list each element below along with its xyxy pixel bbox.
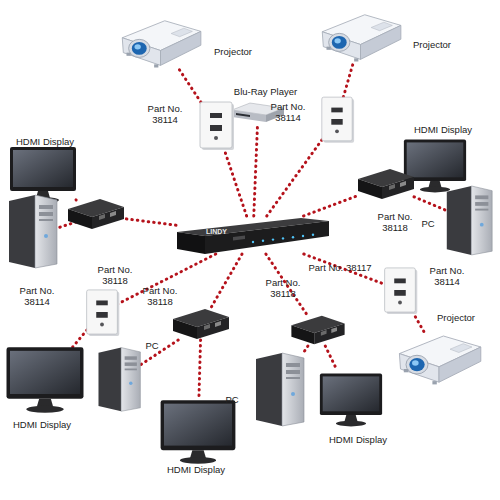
device-label: Part No. 38118 [135,285,185,307]
dotted-connection [178,68,201,102]
device-label: Part No. 38118 [258,277,308,299]
projector-illustration [322,15,401,62]
extender-node: Part No. 38118 [291,316,345,346]
extender-node: Part No. 38118 [358,170,414,200]
device-label: HDMI Display [8,136,82,147]
pc-node: PC [99,340,139,418]
device-label: Part No. 38114 [140,103,190,125]
pc-node: PC [447,180,491,260]
dotted-connection [254,123,258,216]
dotted-connection [267,140,322,216]
dotted-connection [75,198,78,201]
extender-node: Part No. 38118 [68,200,124,230]
wall-plate-illustration [322,97,354,143]
pc-illustration [447,186,492,255]
wall-plate-illustration [385,268,418,314]
dotted-connection [224,148,247,216]
dotted-connection [414,197,447,211]
device-label: PC [418,218,438,229]
device-label: HDMI Display [408,124,478,135]
dotted-connection [304,196,358,216]
wall-plate-node: Part No. 38114 [87,290,117,334]
device-label: Part No. 38114 [263,101,313,123]
device-label: Projector [207,46,259,57]
display-node: HDMI Display [6,347,84,413]
device-label: HDMI Display [321,434,395,445]
dotted-connection [139,340,178,366]
dotted-connection [199,340,201,400]
display-node: HDMI Display [160,400,236,462]
dotted-connection [302,346,308,355]
wall-plate-node: Part No. 38114 [201,102,231,148]
extender-illustration [358,169,414,199]
wall-plate-illustration [87,290,120,336]
device-label: HDMI Display [159,464,233,475]
projector-illustration [399,336,480,384]
monitor-illustration [7,347,84,412]
extender-node: Part No. 38118 [173,310,229,340]
wall-plate-node: Part No. 38114 [322,97,352,141]
brand-label: LINDY [206,228,227,236]
device-label: Part No. 38114 [12,285,62,307]
display-node: HDMI Display [404,137,466,193]
device-label: Part No. 38118 [370,211,420,233]
device-label: Part No. 38117 [300,262,380,273]
extender-illustration [173,309,229,339]
device-label: Part No. 38114 [422,265,472,287]
device-label: Projector [405,39,459,50]
dotted-connection [73,330,87,347]
display-node: HDMI Display [320,370,382,428]
projector-node: Projector [403,333,475,383]
dotted-connection [124,219,176,226]
device-label: Part No. 38118 [90,264,140,286]
splitter-node: Part No. 38117 [176,216,330,254]
pc-illustration [98,348,140,412]
projector-node: Projector [126,16,196,68]
pc-node: PC [256,347,302,431]
monitor-illustration [10,147,76,203]
dotted-connection [210,254,242,310]
device-label: Projector [430,312,482,323]
projector-illustration [122,21,201,68]
pc-illustration [9,195,57,268]
device-label: PC [142,340,162,351]
splitter-illustration [177,218,329,254]
projector-node: Projector [326,10,396,62]
monitor-illustration [161,400,236,463]
wall-plate-node: Part No. 38114 [385,268,415,312]
monitor-illustration [320,374,382,427]
dotted-connection [413,312,425,333]
device-label: PC [222,394,242,405]
extender-illustration [68,199,124,229]
display-node: HDMI Display [10,147,76,203]
device-label: HDMI Display [5,419,79,430]
extender-illustration [291,316,344,345]
dotted-connection [325,346,337,370]
pc-illustration [256,353,304,426]
device-label: Blu-Ray Player [228,86,303,97]
dotted-connection [343,62,353,97]
wall-plate-illustration [200,102,234,150]
